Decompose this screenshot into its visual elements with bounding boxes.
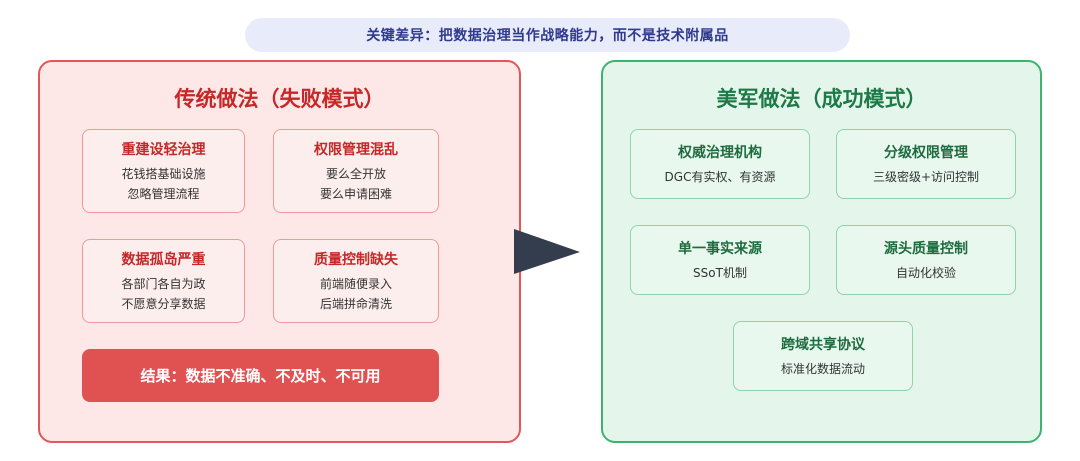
arrow-right-icon (514, 229, 580, 274)
card-line: 花钱搭基础设施 (121, 166, 206, 181)
card-line: 各部门各自为政 (121, 276, 206, 291)
card-title: 跨域共享协议 (781, 336, 865, 353)
card-heavy-build-light-governance: 重建设轻治理 花钱搭基础设施 忽略管理流程 (82, 129, 245, 213)
card-source-quality-control: 源头质量控制 自动化校验 (836, 225, 1016, 295)
card-quality-control-missing: 质量控制缺失 前端随便录入 后端拼命清洗 (273, 239, 439, 323)
result-bar: 结果：数据不准确、不及时、不可用 (82, 349, 439, 402)
us-military-approach-panel: 美军做法（成功模式） 权威治理机构 DGC有实权、有资源 分级权限管理 三级密级… (601, 60, 1042, 443)
card-line: 不愿意分享数据 (121, 296, 206, 311)
traditional-approach-title: 传统做法（失败模式） (174, 87, 385, 111)
card-data-silos: 数据孤岛严重 各部门各自为政 不愿意分享数据 (82, 239, 245, 323)
traditional-approach-panel: 传统做法（失败模式） 重建设轻治理 花钱搭基础设施 忽略管理流程 权限管理混乱 … (38, 60, 521, 443)
card-line: 忽略管理流程 (127, 186, 200, 201)
card-title: 源头质量控制 (884, 240, 968, 257)
card-title: 数据孤岛严重 (121, 251, 206, 268)
card-tiered-permission-management: 分级权限管理 三级密级+访问控制 (836, 129, 1016, 199)
card-title: 重建设轻治理 (121, 141, 206, 158)
card-line: SSoT机制 (693, 265, 747, 280)
card-line: 三级密级+访问控制 (872, 169, 980, 184)
key-difference-banner: 关键差异：把数据治理当作战略能力，而不是技术附属品 (245, 18, 850, 52)
card-authoritative-governance-body: 权威治理机构 DGC有实权、有资源 (630, 129, 810, 199)
card-permission-chaos: 权限管理混乱 要么全开放 要么申请困难 (273, 129, 439, 213)
card-title: 分级权限管理 (884, 144, 968, 161)
card-line: 前端随便录入 (319, 276, 392, 291)
card-title: 权限管理混乱 (314, 141, 398, 158)
card-single-source-of-truth: 单一事实来源 SSoT机制 (630, 225, 810, 295)
card-line: DGC有实权、有资源 (664, 169, 776, 184)
card-line: 标准化数据流动 (780, 361, 865, 376)
card-title: 质量控制缺失 (314, 251, 398, 268)
card-line: 要么申请困难 (319, 186, 392, 201)
card-line: 要么全开放 (325, 166, 386, 181)
card-title: 单一事实来源 (678, 240, 762, 257)
card-line: 自动化校验 (895, 265, 956, 280)
card-title: 权威治理机构 (678, 144, 762, 161)
card-cross-domain-sharing-protocol: 跨域共享协议 标准化数据流动 (733, 321, 913, 391)
us-military-approach-title: 美军做法（成功模式） (716, 87, 927, 111)
card-line: 后端拼命清洗 (319, 296, 392, 311)
